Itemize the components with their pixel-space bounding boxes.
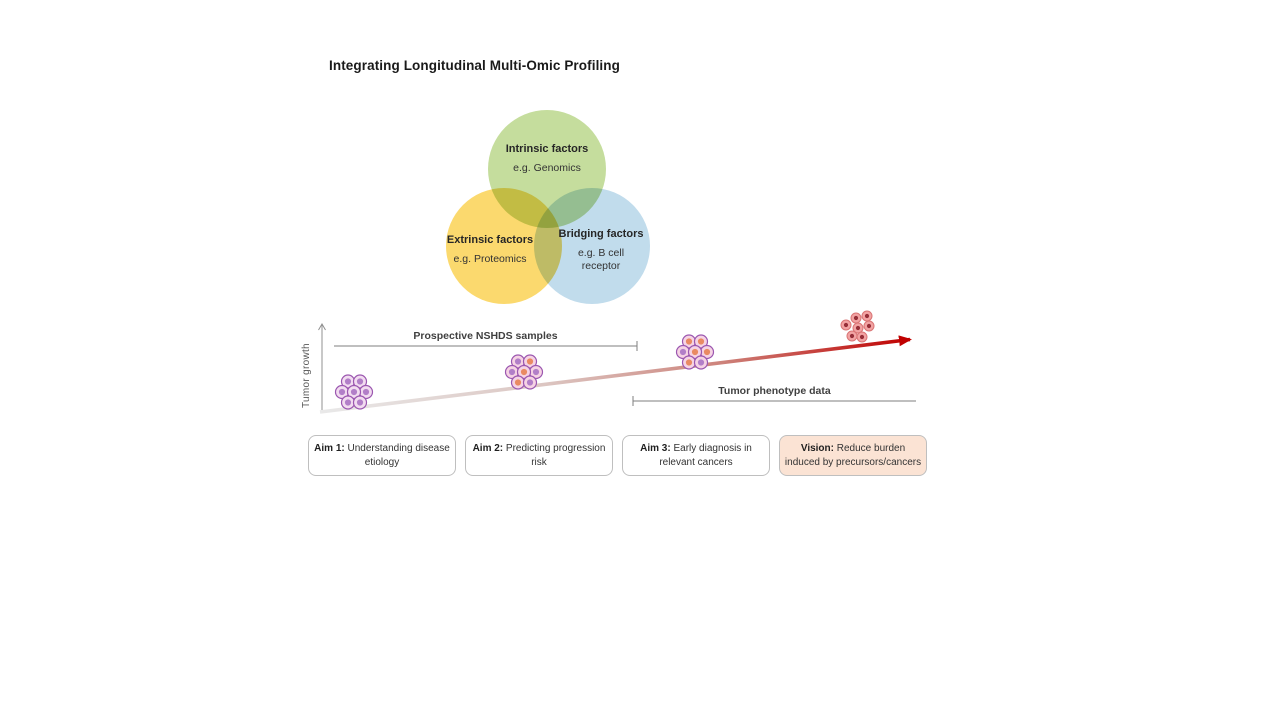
cell-cluster-malignant [840,310,875,343]
prospective-samples-label: Prospective NSHDS samples [413,330,558,342]
aim2-prefix: Aim 2: [472,442,504,454]
aim1-prefix: Aim 1: [314,442,345,454]
tumor-phenotype-label: Tumor phenotype data [718,385,831,397]
slide-title: Integrating Longitudinal Multi-Omic Prof… [329,58,620,73]
aim1-text: Understanding disease etiology [344,442,450,468]
cell-cluster-transition-2 [675,334,715,370]
venn-text-intrinsic: Intrinsic factors e.g. Genomics [487,143,607,175]
prospective-samples-bracket [334,341,638,351]
venn-text-bridging: Bridging factors e.g. B cell receptor [543,228,659,273]
aim3-prefix: Aim 3: [640,442,671,454]
aim1-box: Aim 1: Understanding disease etiology [308,435,456,476]
venn-text-extrinsic: Extrinsic factors e.g. Proteomics [428,234,552,266]
progression-arrow [319,335,912,414]
venn-example-extrinsic: e.g. Proteomics [453,252,527,265]
venn-label-extrinsic: Extrinsic factors [446,234,534,246]
aim2-text: Predicting progression risk [503,442,606,468]
tumor-growth-timeline [318,310,916,414]
aim3-box: Aim 3: Early diagnosis in relevant cance… [622,435,770,476]
vision-text: Reduce burden induced by precursors/canc… [784,442,922,468]
venn-circle-bridging [534,188,650,304]
venn-label-bridging: Bridging factors [558,228,644,240]
vision-box: Vision: Reduce burden induced by precurs… [779,435,927,476]
vision-prefix: Vision: [800,442,834,454]
venn-example-bridging: e.g. B cell receptor [577,246,625,272]
tumor-phenotype-bracket [632,396,916,406]
venn-example-intrinsic: e.g. Genomics [513,161,581,174]
venn-label-intrinsic: Intrinsic factors [505,143,589,155]
cell-cluster-transition-1 [504,354,544,390]
aim2-box: Aim 2: Predicting progression risk [465,435,613,476]
y-axis-label: Tumor growth [301,343,312,408]
cell-cluster-benign [334,374,374,410]
aim3-text: Early diagnosis in relevant cancers [659,442,752,468]
